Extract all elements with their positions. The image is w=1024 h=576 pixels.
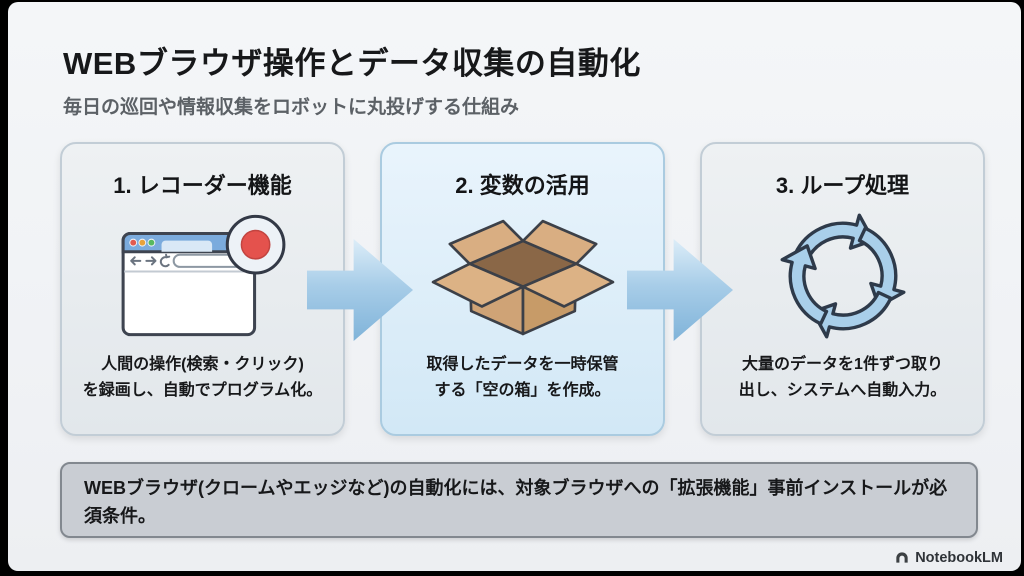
slide-title: WEBブラウザ操作とデータ収集の自動化: [63, 46, 641, 81]
step-card-recorder: 1. レコーダー機能 人間の操作(検索・クリック) を録画し、: [60, 142, 345, 436]
step-2-heading: 2. 変数の活用: [455, 173, 590, 198]
step-1-description: 人間の操作(検索・クリック) を録画し、自動でプログラム化。: [82, 356, 323, 399]
step-card-variables: 2. 変数の活用 取得したデータを一時保管 する「空の箱」を作成。: [380, 142, 665, 436]
footnote-bar: WEBブラウザ(クロームやエッジなど)の自動化には、対象ブラウザへの「拡張機能」…: [60, 462, 978, 538]
step-3-heading: 3. ループ処理: [775, 173, 910, 198]
loop-arrows-icon: [702, 200, 983, 352]
brand-label: NotebookLM: [915, 550, 1003, 566]
step-card-loop: 3. ループ処理 大量のデータを1件ずつ取り 出し、システムへ自動入力。: [700, 142, 985, 436]
slide-subtitle: 毎日の巡回や情報収集をロボットに丸投げする仕組み: [63, 97, 520, 118]
step-3-description: 大量のデータを1件ずつ取り 出し、システムへ自動入力。: [738, 356, 947, 399]
browser-recorder-icon: [62, 200, 343, 352]
step-1-heading: 1. レコーダー機能: [113, 173, 292, 198]
step-2-description: 取得したデータを一時保管 する「空の箱」を作成。: [426, 356, 619, 399]
slide-canvas: WEBブラウザ操作とデータ収集の自動化 毎日の巡回や情報収集をロボットに丸投げす…: [8, 2, 1021, 571]
notebooklm-brand: NotebookLM: [894, 550, 1003, 566]
open-box-icon: [382, 200, 663, 352]
notebooklm-logo-icon: [896, 552, 908, 563]
